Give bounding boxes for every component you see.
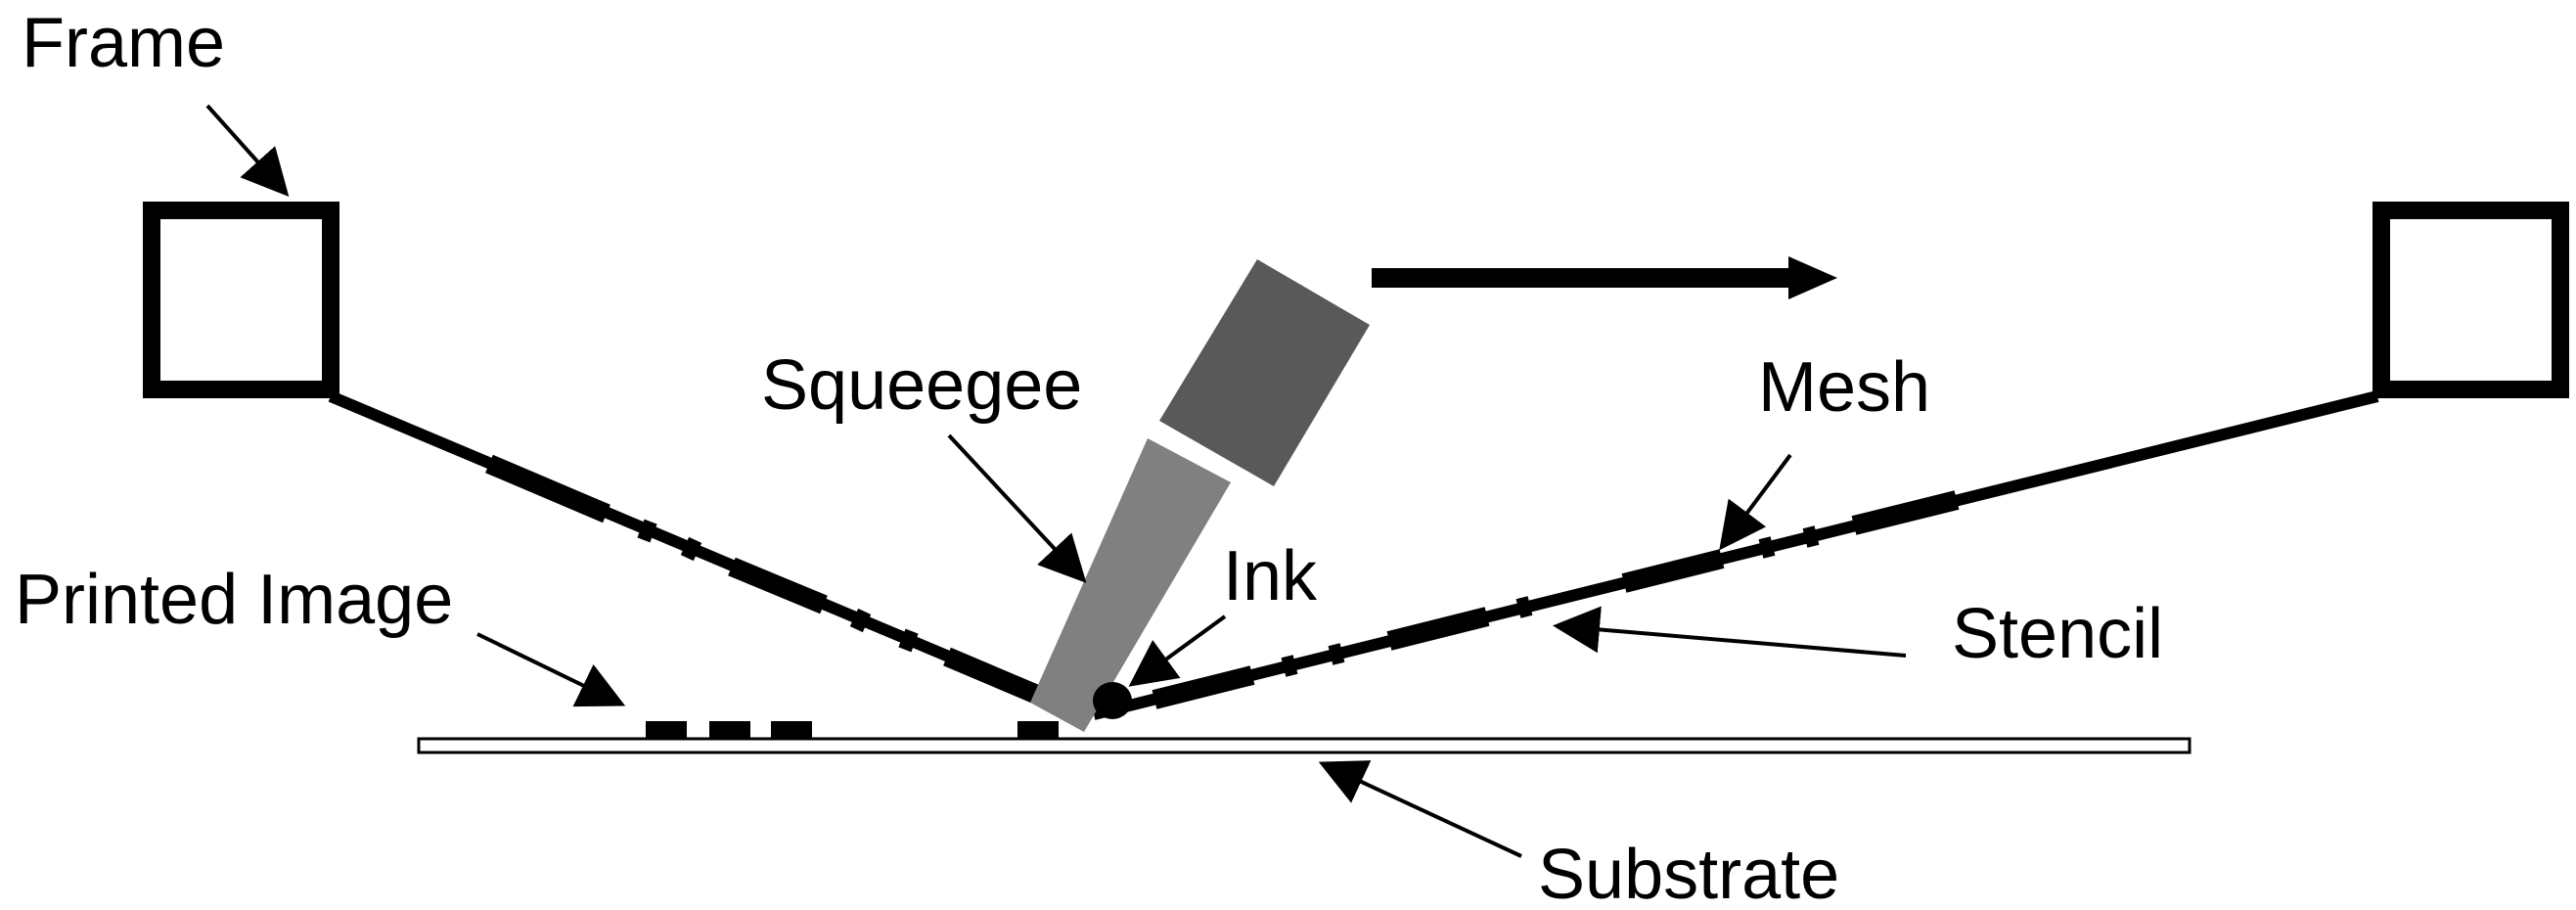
ink-label: Ink xyxy=(1223,537,1318,615)
squeegee-blade xyxy=(1030,438,1231,732)
squeegee-label: Squeegee xyxy=(761,346,1082,425)
stencil-pointer-arrow xyxy=(1553,606,1907,658)
stencil-left xyxy=(485,454,1041,705)
mesh-label: Mesh xyxy=(1758,348,1930,427)
frame-right xyxy=(2373,202,2569,398)
stencil-segment xyxy=(1621,549,1725,593)
mesh-pointer-arrow xyxy=(1719,453,1792,551)
frame-left xyxy=(143,202,339,398)
stencil-segment xyxy=(485,454,610,523)
stencil-segment xyxy=(1152,665,1255,709)
stencil-segment xyxy=(1386,607,1490,651)
printed-image-pointer-arrow xyxy=(476,632,626,707)
stencil-segment xyxy=(898,628,919,653)
printed-image-block xyxy=(646,721,687,739)
stencil-segment xyxy=(637,519,657,543)
frame-label: Frame xyxy=(22,4,225,82)
stencil-segment xyxy=(1802,525,1820,548)
frame-pointer-arrow xyxy=(205,104,290,197)
stencil-segment xyxy=(728,557,828,614)
stencil-right xyxy=(1152,490,1960,709)
substrate-label: Substrate xyxy=(1538,836,1839,910)
stencil-segment xyxy=(1328,643,1345,665)
squeegee-pointer-arrow xyxy=(947,433,1087,583)
stencil-segment xyxy=(680,536,702,562)
squeegee xyxy=(1030,259,1370,732)
substrate xyxy=(417,737,2192,754)
mesh-right xyxy=(1092,390,2379,720)
printed-image-block xyxy=(771,721,812,739)
ink-blob xyxy=(1093,682,1132,719)
printed-image-label: Printed Image xyxy=(15,561,453,639)
ink-pointer-arrow xyxy=(1128,614,1227,687)
stencil-label: Stencil xyxy=(1952,595,2163,673)
stencil-segment xyxy=(849,608,872,633)
stencil-segment xyxy=(943,647,1041,705)
stencil-segment xyxy=(1281,655,1298,677)
printed-image-block xyxy=(1017,721,1059,739)
direction-arrow-head xyxy=(1788,256,1837,299)
stencil-segment xyxy=(1851,490,1960,535)
stencil-segment xyxy=(1515,596,1533,618)
squeegee-handle xyxy=(1159,259,1370,486)
printed-image-block xyxy=(709,721,750,739)
substrate-pointer-arrow xyxy=(1318,760,1522,858)
stencil-segment xyxy=(1758,536,1776,559)
printed-image xyxy=(646,721,1059,739)
